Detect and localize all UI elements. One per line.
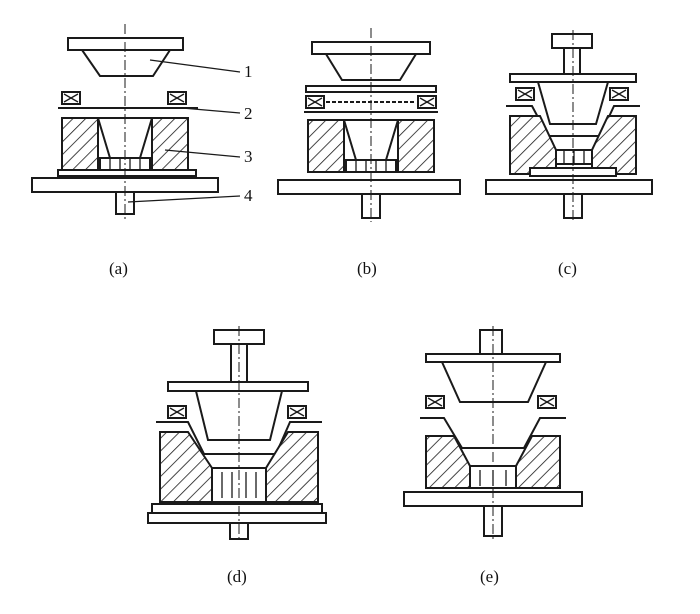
panel-label-a: (a) [109,259,128,278]
die-e-left [425,435,471,489]
panel-a: 1 2 3 4 (a) [31,24,253,278]
leader-1 [149,59,241,73]
formed-sheet-c [506,105,640,137]
panel-e: (e) [403,326,583,586]
panel-c: (c) [485,30,653,278]
callout-3: 3 [244,147,253,166]
base-plate-c [485,179,653,195]
panel-label-e: (e) [480,567,499,586]
die-b-right [397,119,435,173]
leader-4 [127,195,241,203]
panel-label-b: (b) [357,259,377,278]
leader-3 [164,149,241,158]
callout-4: 4 [244,186,253,205]
punch-e [440,361,548,403]
panel-label-c: (c) [558,259,577,278]
die-d-right [265,431,319,503]
die-c-left [509,115,557,175]
die-d-left [159,431,213,503]
die-a-left [61,117,99,171]
die-b-left [307,119,345,173]
formed-sheet-d [156,421,322,455]
panel-d: (d) [147,326,327,586]
panel-label-d: (d) [227,567,247,586]
die-c-right [591,115,637,175]
die-e-right [515,435,561,489]
die-a-right [151,117,189,171]
leader-2 [181,107,241,114]
callout-1: 1 [244,62,253,81]
base-plate-b [277,179,461,195]
base-plate-d [147,512,327,524]
punch-d [194,390,284,441]
punch-a [80,49,172,77]
callout-2: 2 [244,104,253,123]
panel-b: (b) [277,28,461,278]
